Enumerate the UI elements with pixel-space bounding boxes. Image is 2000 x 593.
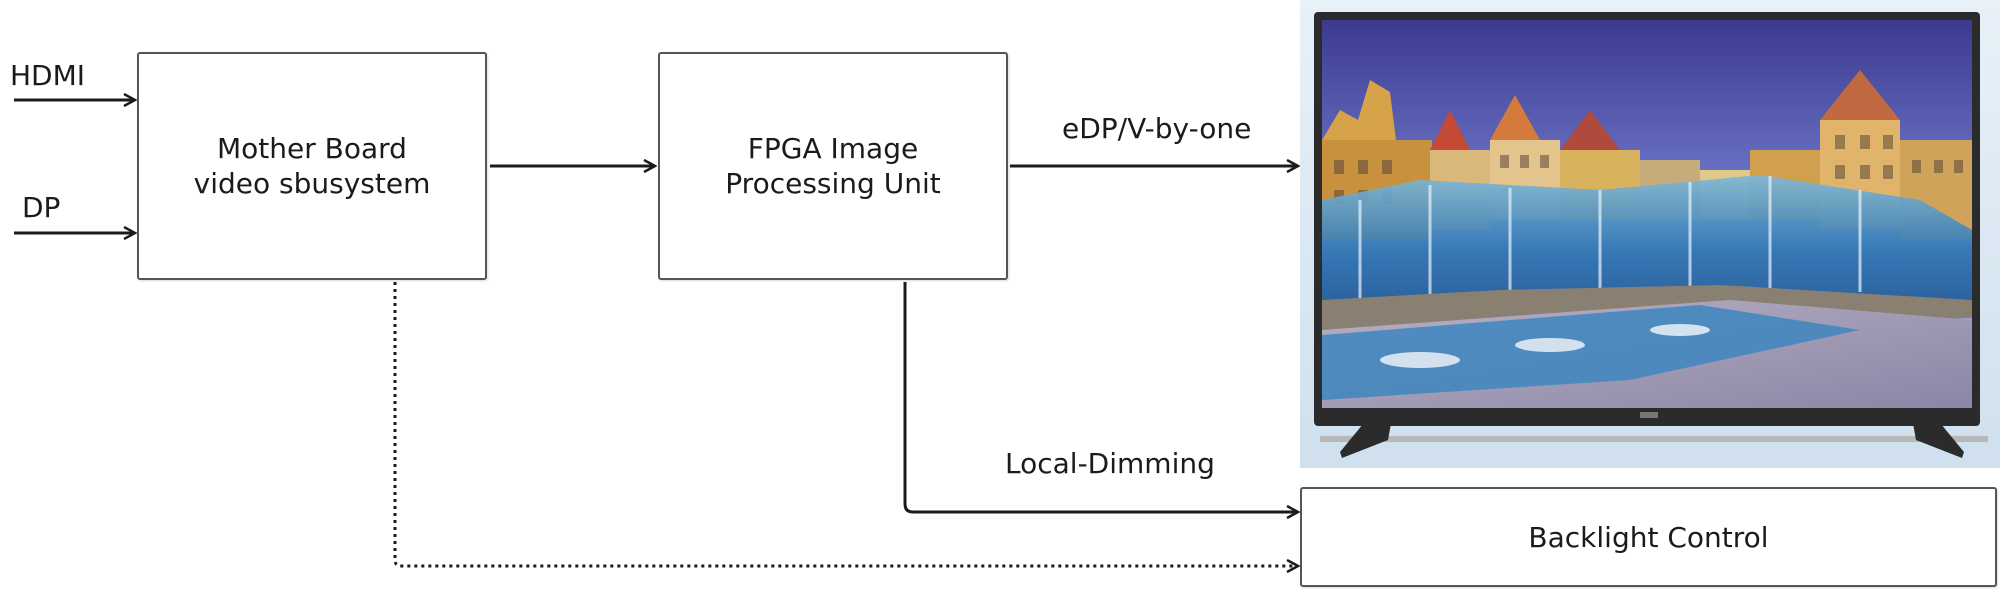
fpga-label: FPGA Image Processing Unit — [725, 132, 941, 200]
hdmi-label: HDMI — [10, 59, 86, 92]
mother-board-label: Mother Board video sbusystem — [193, 132, 431, 200]
mb-to-backlight-dotted-arrow — [393, 282, 1298, 566]
dp-label: DP — [22, 191, 61, 224]
mother-board-block: Mother Board video sbusystem — [137, 52, 487, 280]
fpga-block: FPGA Image Processing Unit — [658, 52, 1008, 280]
backlight-control-label: Backlight Control — [1528, 520, 1769, 554]
edp-label: eDP/V-by-one — [1062, 112, 1252, 145]
local-dimming-arrow — [903, 282, 1298, 512]
local-dimming-label: Local-Dimming — [1005, 447, 1215, 480]
tv-display-image — [1300, 0, 2000, 468]
backlight-control-block: Backlight Control — [1300, 487, 1997, 587]
